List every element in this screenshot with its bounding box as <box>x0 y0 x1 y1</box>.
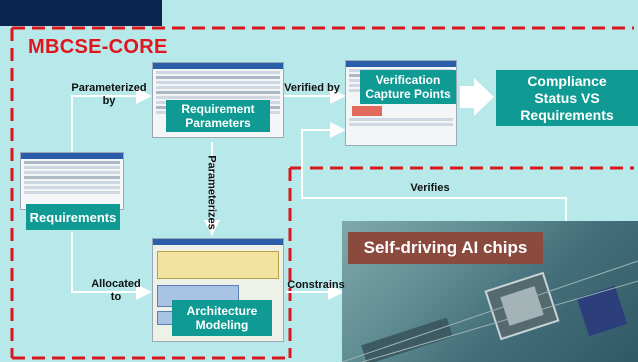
label-verifies: Verifies <box>410 182 450 194</box>
label-parameterizes: Parameterizes <box>205 155 218 230</box>
requirements-screenshot <box>20 152 124 210</box>
requirement-parameters-node: Requirement Parameters <box>166 100 270 132</box>
edge-verifies <box>301 122 567 222</box>
label-verified-by: Verified by <box>284 82 340 94</box>
chip-board-illustration <box>342 260 638 362</box>
label-allocated-to: Allocated to <box>91 278 141 303</box>
corner-tab <box>0 0 162 26</box>
compliance-status-node: Compliance Status VS Requirements <box>496 70 638 126</box>
label-constrains: Constrains <box>287 279 345 291</box>
requirements-node: Requirements <box>26 204 120 230</box>
edge-allocated-to <box>71 232 152 300</box>
verification-capture-points-node: Verification Capture Points <box>360 70 456 104</box>
diagram-title: MBCSE-CORE <box>28 36 168 58</box>
chip-label: Self-driving AI chips <box>348 232 543 264</box>
architecture-modeling-node: Architecture Modeling <box>172 300 272 336</box>
label-parameterized-by: Parameterized by <box>71 82 147 107</box>
compliance-arrow <box>460 78 494 116</box>
